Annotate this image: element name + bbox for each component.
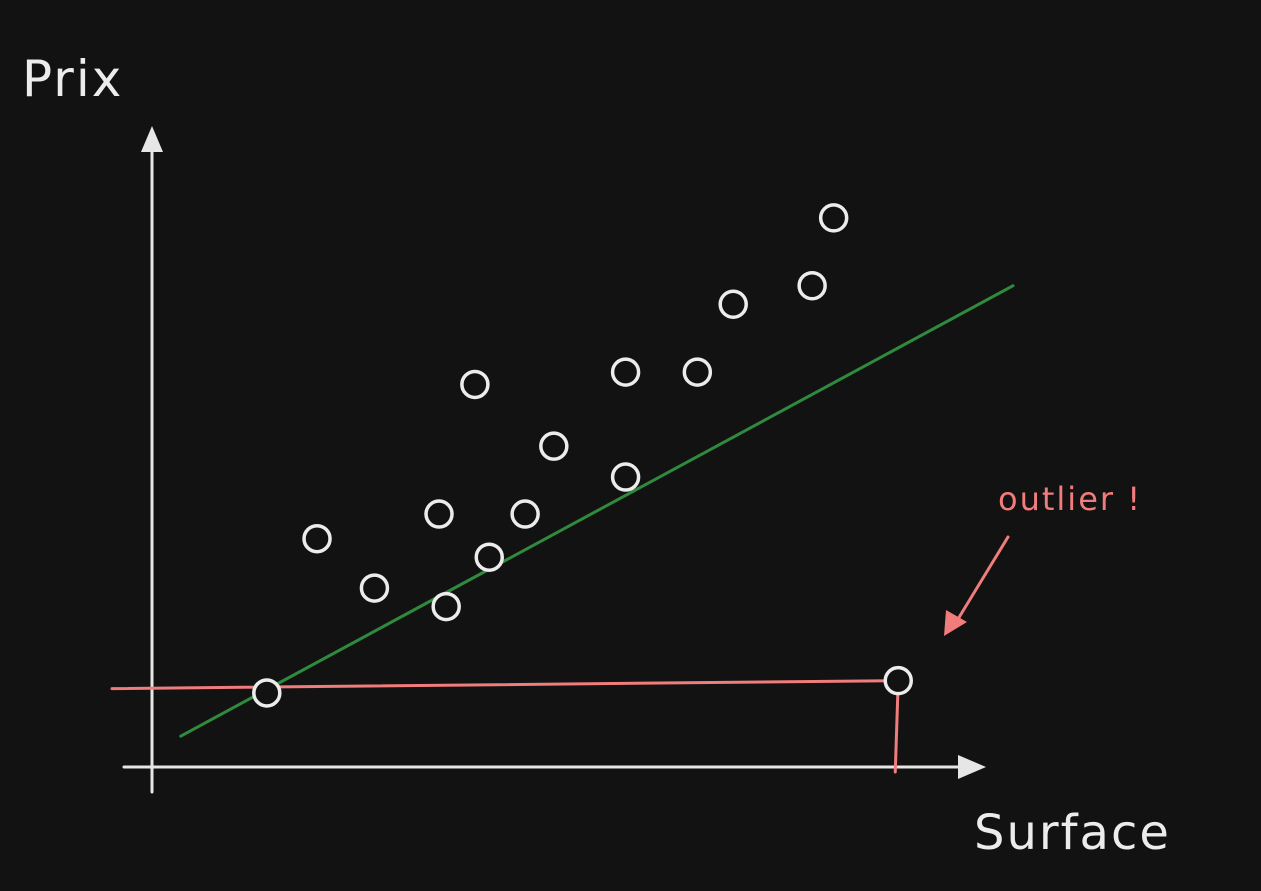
data-point	[474, 542, 504, 572]
data-point	[818, 203, 849, 233]
data-point	[610, 357, 641, 387]
data-point	[797, 270, 827, 301]
data-point	[252, 678, 282, 708]
trend-line	[179, 284, 1015, 738]
data-point	[539, 431, 569, 461]
points-layer	[252, 203, 913, 708]
data-point	[718, 289, 748, 319]
data-point	[460, 369, 490, 400]
y-axis-label: Prix	[22, 50, 123, 108]
annotation-layer: outlier !	[944, 480, 1142, 636]
data-point	[431, 591, 461, 622]
outlier-guide-layer	[110, 679, 900, 774]
y-axis-arrow-icon	[141, 126, 163, 152]
data-point	[359, 573, 390, 603]
outlier-horizontal-guide	[110, 679, 900, 691]
x-axis-arrow-icon	[958, 755, 986, 779]
outlier-arrow-line	[953, 535, 1010, 626]
data-point	[610, 462, 641, 492]
data-point	[682, 357, 713, 387]
x-axis-label: Surface	[974, 805, 1171, 861]
data-point	[424, 499, 454, 529]
data-point	[302, 523, 332, 554]
outlier-vertical-guide	[893, 679, 900, 774]
outlier-arrow-head-icon	[944, 610, 967, 636]
outlier-annotation-label: outlier !	[998, 480, 1142, 518]
outlier-point	[883, 665, 913, 696]
data-point	[510, 499, 540, 529]
trend-layer	[179, 284, 1015, 738]
